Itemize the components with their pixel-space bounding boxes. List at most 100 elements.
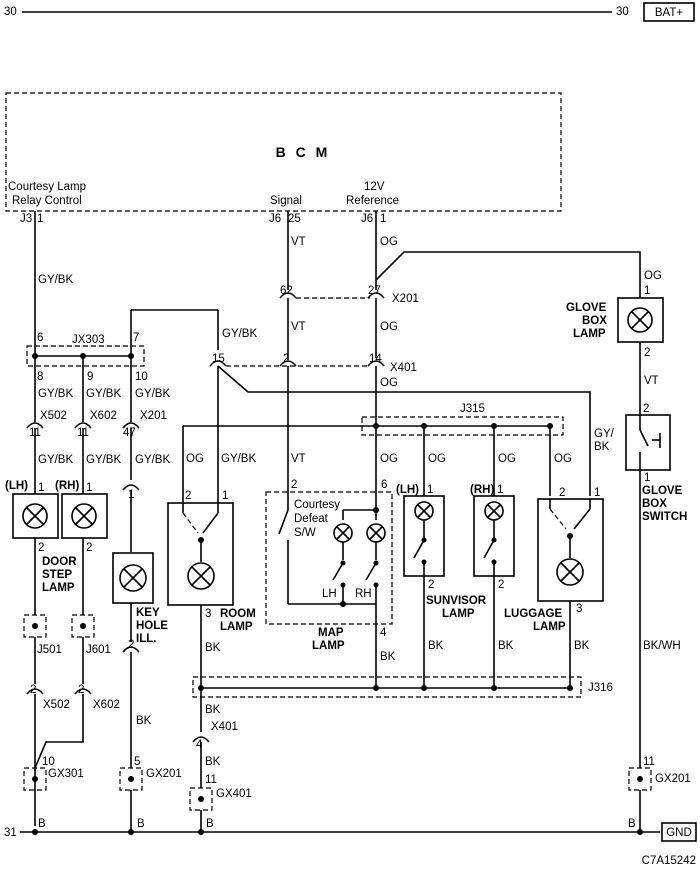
- sunvisor-rh-tag: (RH): [470, 484, 494, 496]
- splice: [32, 623, 38, 629]
- glove-lamp-label-2: BOX: [582, 315, 607, 327]
- wire-label-bk-gy: BK: [594, 441, 610, 453]
- jx303-pin6: 6: [37, 332, 43, 344]
- bulb-icon: [556, 558, 584, 586]
- wire-rh-ground: [34, 694, 84, 769]
- j601-label: J601: [86, 644, 111, 656]
- x401-og-arc: [367, 360, 385, 367]
- wire-label-gybk-8: GY/BK: [135, 454, 170, 466]
- luggage-label-1: LUGGAGE: [504, 608, 562, 620]
- sun-lh-pin1: 1: [427, 484, 433, 496]
- gx201-key-label: GX201: [146, 768, 182, 780]
- glove-sw-pin2: 2: [643, 403, 649, 415]
- bcm-signal-label: Signal: [270, 195, 302, 207]
- bulb-icon: [22, 503, 48, 529]
- bcm-title: B C M: [276, 144, 331, 160]
- wire-label-gybk-room: GY/BK: [221, 453, 256, 465]
- gx201-glove-connector: [628, 767, 652, 791]
- bulb-icon: [627, 307, 653, 333]
- key-hole-label-1: KEY: [136, 607, 160, 619]
- wire-label-gybk-5: GY/BK: [135, 388, 170, 400]
- x502-label-bottom: X502: [43, 699, 70, 711]
- j316-connector: [192, 676, 582, 698]
- wire-label-gybk-2: GY/BK: [222, 328, 257, 340]
- x401-pin15: 15: [212, 353, 225, 365]
- door-step-label-2: STEP: [42, 569, 72, 581]
- splice: [80, 623, 86, 629]
- wire-label-vt-1: VT: [291, 236, 306, 248]
- splice: [128, 829, 134, 835]
- door-lh-tag: (LH): [5, 480, 28, 492]
- bulb-icon: [71, 503, 97, 529]
- bulb-icon: [119, 564, 147, 592]
- x401-pin14: 14: [369, 353, 382, 365]
- connector-x502-arc: [26, 422, 44, 429]
- pin-j3-1: 1: [37, 213, 43, 225]
- gx201-key-pin5: 5: [134, 756, 140, 768]
- glove-lamp-pin2: 2: [644, 347, 650, 359]
- gx401-pin11: 11: [205, 774, 217, 786]
- x401-label-bottom: X401: [211, 721, 238, 733]
- jx303-pin9: 9: [87, 371, 93, 383]
- splice: [128, 776, 134, 782]
- sun-rh-pin1: 1: [497, 484, 503, 496]
- sunvisor-label-2: LAMP: [442, 608, 475, 620]
- room-switch-left: [182, 512, 199, 534]
- x201-pin47: 47: [123, 427, 136, 439]
- wire-gybk-luggage: [217, 365, 591, 496]
- lug-pin3: 3: [576, 603, 582, 615]
- lug-pin1: 1: [594, 487, 600, 499]
- glove-sw-pin1: 1: [644, 472, 650, 484]
- glove-lamp-label-3: LAMP: [573, 328, 606, 340]
- jx303-pin10: 10: [135, 371, 148, 383]
- pin-j6-1: 1: [380, 213, 386, 225]
- luggage-switch-left: [549, 508, 567, 530]
- courtesy-switch-blade: [278, 509, 289, 535]
- map-switch-rh: [365, 562, 377, 581]
- door-rh-pin1: 1: [86, 482, 92, 494]
- glove-sw-label-3: SWITCH: [642, 511, 687, 523]
- gx301-connector: [23, 767, 47, 791]
- x201-pin62: 62: [280, 285, 293, 297]
- room-pin1: 1: [222, 490, 228, 502]
- connector-x602-arc: [74, 422, 92, 429]
- door-rh-pin2: 2: [86, 542, 92, 554]
- room-switch-right: [202, 512, 219, 534]
- wire-label-og-3: OG: [380, 377, 398, 389]
- door-step-label-3: LAMP: [42, 582, 75, 594]
- jx303-label: JX303: [72, 334, 105, 346]
- x401-bottom-arc: [192, 736, 210, 743]
- diagram-code: C7A15242: [642, 855, 696, 867]
- wire-label-gybk-7: GY/BK: [86, 454, 121, 466]
- wire-label-og-sun-rh: OG: [498, 453, 516, 465]
- wire-label-bk-j316: BK: [205, 704, 221, 716]
- x401-label-main: X401: [390, 362, 417, 374]
- splice: [421, 685, 427, 691]
- wire-label-og-lugg: OG: [554, 453, 572, 465]
- wire-label-gybk-1: GY/BK: [38, 274, 73, 286]
- x201-ref-arc: [367, 292, 385, 299]
- map-switch-lh: [332, 562, 344, 581]
- wire-label-vt-3: VT: [291, 453, 306, 465]
- bcm-courtesy-label-2: Relay Control: [12, 195, 82, 207]
- map-label-2: LAMP: [312, 640, 345, 652]
- map-rh-label: RH: [355, 588, 372, 600]
- ground-b-4: B: [628, 818, 636, 830]
- door-lh-pin1: 1: [38, 482, 44, 494]
- luggage-label-2: LAMP: [533, 621, 566, 633]
- sunvisor-label-1: SUNVISOR: [426, 595, 487, 607]
- splice: [32, 829, 38, 835]
- x602-label-bottom: X602: [93, 699, 120, 711]
- connector-x201-arc: [122, 422, 140, 429]
- gx301-label: GX301: [48, 768, 84, 780]
- courtesy-label-3: S/W: [294, 527, 316, 539]
- splice: [198, 796, 204, 802]
- gx301-pin10: 10: [42, 756, 55, 768]
- glove-box-switch: [625, 414, 671, 471]
- x201-label-main: X201: [392, 293, 419, 305]
- wire-label-gybk-3: GY/BK: [38, 388, 73, 400]
- splice: [373, 423, 379, 429]
- splice: [637, 776, 643, 782]
- jx303-pin7: 7: [133, 332, 139, 344]
